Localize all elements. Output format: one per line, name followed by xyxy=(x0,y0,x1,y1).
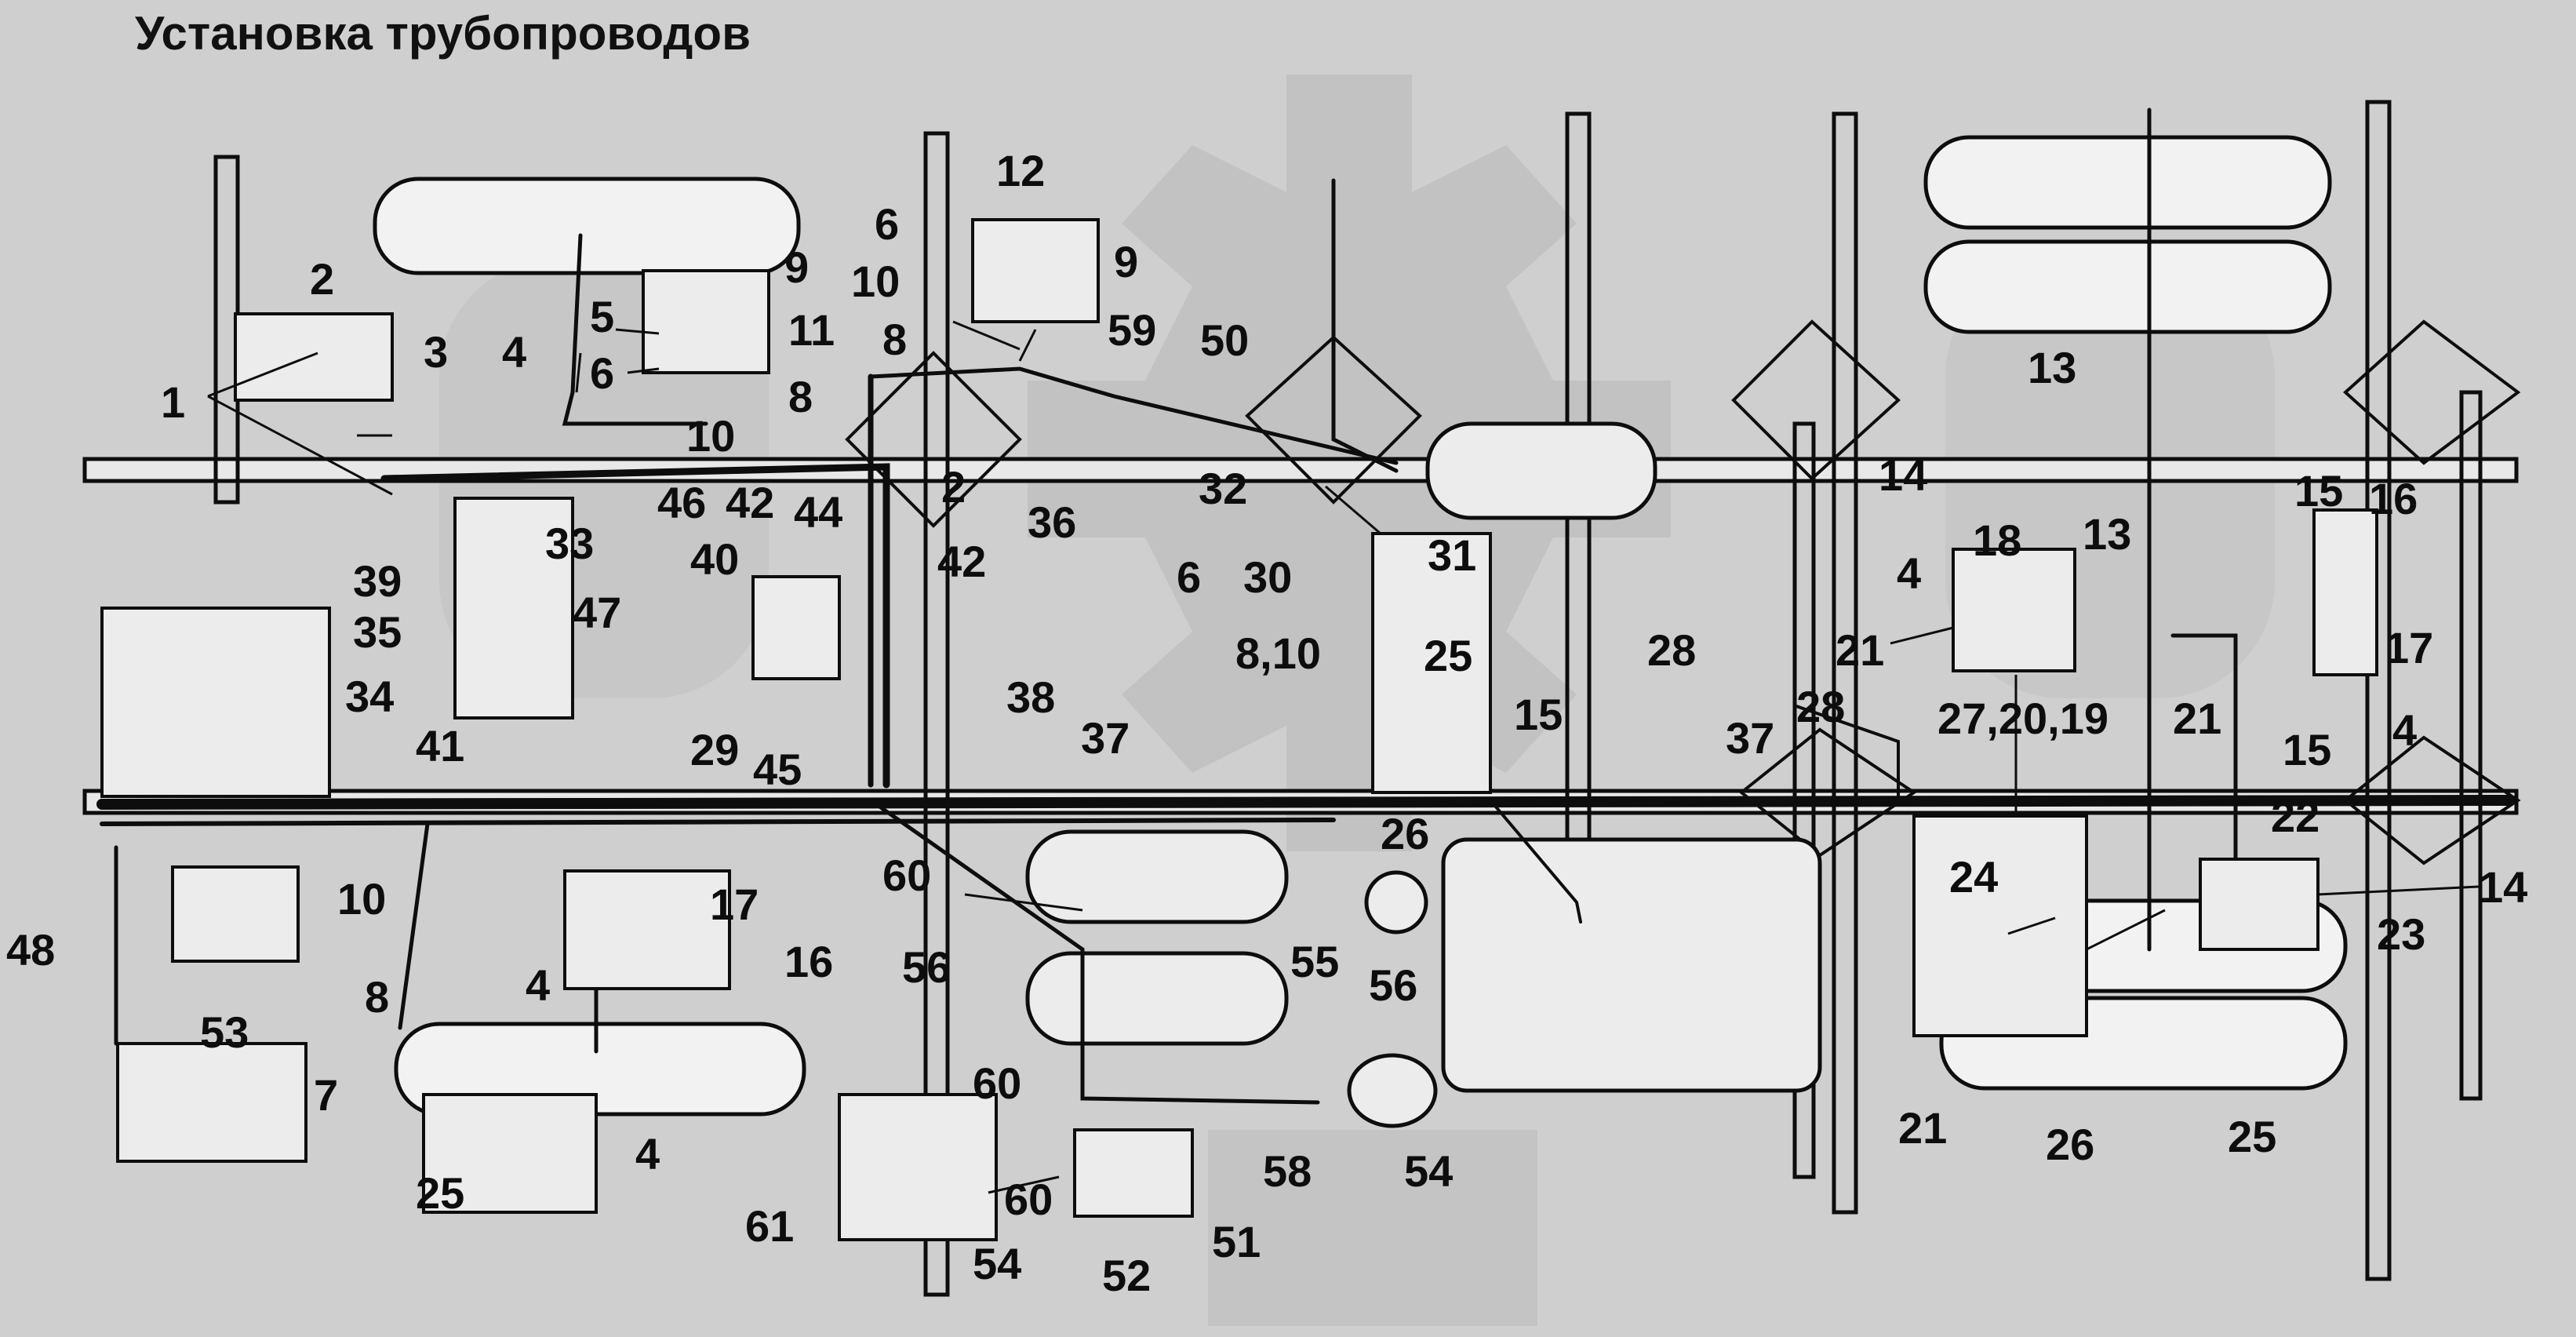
callout-label: 60 xyxy=(973,1058,1021,1108)
callout-label: 47 xyxy=(573,588,621,637)
callout-label: 10 xyxy=(337,874,386,924)
callout-label: 25 xyxy=(2228,1112,2276,1161)
callout-label: 23 xyxy=(2377,909,2425,959)
callout-labels: 1 2 3 4 5 6 8 9 10 12 6 10 8 9 11 59 50 … xyxy=(6,146,2527,1300)
callout-label: 31 xyxy=(1428,530,1476,580)
callout-label: 42 xyxy=(726,478,774,527)
callout-label: 3 xyxy=(424,327,448,377)
callout-label: 56 xyxy=(902,942,951,992)
callout-label: 8 xyxy=(882,315,907,364)
callout-label: 14 xyxy=(2479,862,2527,912)
callout-label: 15 xyxy=(2294,466,2343,515)
callout-label: 24 xyxy=(1949,852,1998,902)
callout-label: 17 xyxy=(2385,623,2433,672)
callout-label: 32 xyxy=(1199,464,1247,513)
callout-label: 6 xyxy=(590,348,614,398)
wheels xyxy=(373,135,2348,1117)
callout-label: 13 xyxy=(2028,343,2076,392)
callout-label: 21 xyxy=(1898,1103,1947,1153)
callout-label: 22 xyxy=(2271,792,2319,841)
callout-label: 21 xyxy=(1836,625,1884,675)
callout-label: 25 xyxy=(416,1168,464,1218)
callout-label: 28 xyxy=(1647,625,1696,675)
callout-label: 44 xyxy=(794,487,842,537)
callout-label: 46 xyxy=(657,478,706,527)
callout-label: 2 xyxy=(941,462,966,512)
callout-label: 8 xyxy=(365,972,389,1022)
callout-label: 27,20,19 xyxy=(1937,694,2108,743)
callout-label: 35 xyxy=(353,607,402,657)
callout-label: 52 xyxy=(1102,1251,1151,1300)
callout-label: 21 xyxy=(2173,694,2221,743)
callout-label: 30 xyxy=(1243,552,1292,602)
callout-label: 11 xyxy=(788,305,835,355)
callout-label: 33 xyxy=(545,519,594,568)
callout-label: 55 xyxy=(1290,937,1339,986)
callout-label: 9 xyxy=(784,242,809,292)
callout-label: 10 xyxy=(686,411,735,461)
callout-label: 61 xyxy=(745,1201,794,1251)
diagram-title: Установка трубопроводов xyxy=(135,7,751,60)
callout-label: 18 xyxy=(1973,515,2021,565)
callout-label: 54 xyxy=(973,1239,1021,1288)
air-receivers xyxy=(1025,421,1822,1128)
callout-label: 26 xyxy=(2046,1120,2094,1169)
callout-label: 12 xyxy=(996,146,1045,195)
callout-label: 6 xyxy=(1177,552,1201,602)
callout-label: 8 xyxy=(788,372,813,421)
callout-label: 16 xyxy=(784,937,833,986)
callout-label: 4 xyxy=(2392,705,2417,755)
callout-label: 5 xyxy=(590,292,614,341)
callout-label: 29 xyxy=(690,725,739,774)
callout-label: 54 xyxy=(1404,1146,1453,1196)
callout-label: 56 xyxy=(1369,960,1417,1010)
callout-label: 34 xyxy=(345,672,394,721)
callout-label: 48 xyxy=(6,925,55,975)
callout-label: 10 xyxy=(851,257,900,306)
callout-label: 36 xyxy=(1028,497,1076,547)
callout-label: 40 xyxy=(690,534,739,584)
callout-label: 7 xyxy=(314,1070,338,1120)
cross-members xyxy=(845,319,2521,865)
callout-label: 13 xyxy=(2083,509,2131,559)
callout-label: 4 xyxy=(502,327,526,377)
callout-label: 4 xyxy=(1897,548,1921,598)
callout-label: 26 xyxy=(1381,809,1429,858)
callout-label: 37 xyxy=(1081,713,1130,763)
callout-label: 2 xyxy=(310,254,334,304)
callout-label: 9 xyxy=(1114,237,1138,286)
callout-label: 28 xyxy=(1796,682,1845,731)
callout-label: 42 xyxy=(937,537,986,586)
component-details xyxy=(100,218,2378,1241)
callout-label: 50 xyxy=(1200,315,1249,365)
callout-label: 58 xyxy=(1263,1146,1312,1196)
callout-label: 41 xyxy=(416,721,464,771)
callout-label: 37 xyxy=(1726,713,1774,763)
callout-label: 4 xyxy=(635,1129,660,1179)
callout-label: 17 xyxy=(710,880,759,929)
callout-label: 60 xyxy=(882,851,931,900)
callout-label: 15 xyxy=(1514,690,1563,739)
callout-label: 39 xyxy=(353,556,402,606)
callout-label: 51 xyxy=(1212,1217,1261,1266)
pipe-harness xyxy=(96,107,2516,1105)
callout-label: 45 xyxy=(753,745,802,794)
callout-label: 16 xyxy=(2369,474,2418,523)
callout-label: 25 xyxy=(1424,631,1472,680)
callout-label: 4 xyxy=(526,960,550,1010)
callout-label: 14 xyxy=(1879,450,1927,500)
leader-lines xyxy=(207,320,2480,1194)
callout-label: 15 xyxy=(2283,725,2331,774)
callout-label: 1 xyxy=(161,377,185,427)
callout-label: 38 xyxy=(1006,672,1055,722)
callout-label: 8,10 xyxy=(1235,628,1321,678)
callout-label: 59 xyxy=(1108,305,1156,355)
callout-label: 53 xyxy=(200,1007,249,1057)
callout-label: 6 xyxy=(875,199,899,249)
callout-label: 60 xyxy=(1004,1175,1053,1224)
